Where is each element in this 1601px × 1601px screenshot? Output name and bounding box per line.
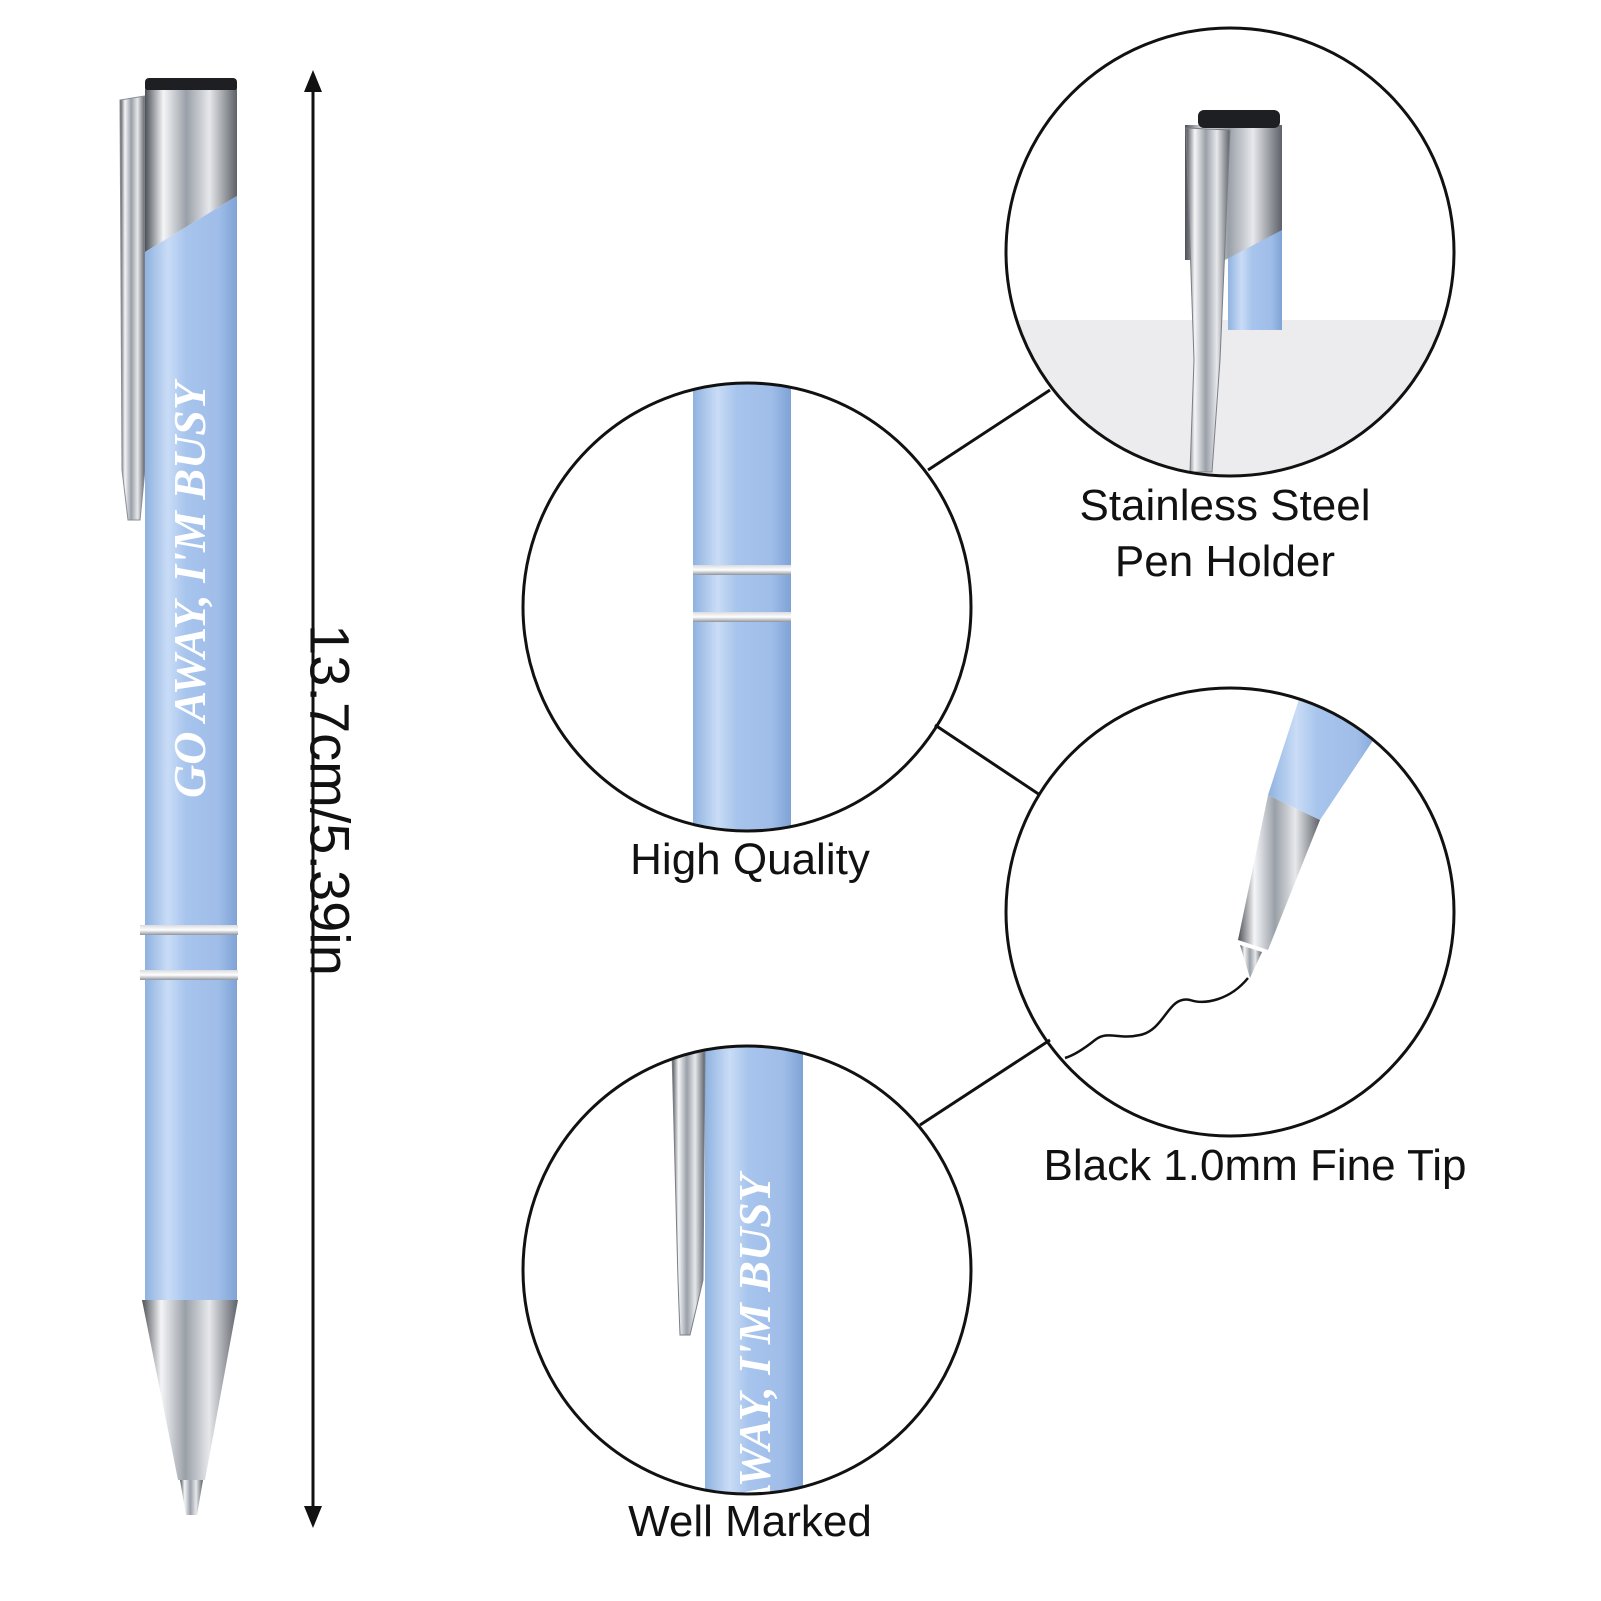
- high-quality-closeup: [521, 381, 973, 833]
- connector-lines: [919, 388, 1051, 1127]
- callout-pen-holder-line1: Stainless Steel: [1079, 481, 1371, 530]
- callout-high-quality: High Quality: [560, 832, 940, 888]
- pen-cap-chrome: [145, 90, 237, 252]
- pen-ring-lower: [140, 970, 238, 980]
- pen-holder-closeup: [1004, 26, 1456, 478]
- pen-engraving: GO AWAY, I'M BUSY: [164, 378, 215, 798]
- pen-barrel: [145, 196, 237, 1300]
- callout-pen-holder-line2: Pen Holder: [1114, 537, 1336, 586]
- callout-pen-holder: Stainless Steel Pen Holder: [1025, 478, 1425, 590]
- closeup-engraving: GO AWAY, I'M BUSY: [729, 1170, 780, 1590]
- pen-ring-upper: [140, 925, 238, 935]
- fine-tip-closeup: [1004, 686, 1456, 1138]
- callout-well-marked: Well Marked: [560, 1494, 940, 1550]
- dimension-text: 13.7cm/5.39in: [298, 624, 362, 976]
- pen-tip: [180, 1480, 203, 1515]
- pen-cone: [142, 1300, 238, 1480]
- main-pen: GO AWAY, I'M BUSY: [119, 78, 238, 1515]
- pen-clip: [119, 95, 146, 521]
- dimension-arrow: [304, 70, 322, 1528]
- pen-cap-top: [145, 78, 237, 92]
- callout-high-quality-text: High Quality: [630, 835, 870, 884]
- callout-fine-tip-text: Black 1.0mm Fine Tip: [1043, 1141, 1467, 1190]
- callout-well-marked-text: Well Marked: [628, 1497, 872, 1546]
- well-marked-closeup: GO AWAY, I'M BUSY: [521, 1044, 973, 1590]
- callout-fine-tip: Black 1.0mm Fine Tip: [1010, 1138, 1500, 1194]
